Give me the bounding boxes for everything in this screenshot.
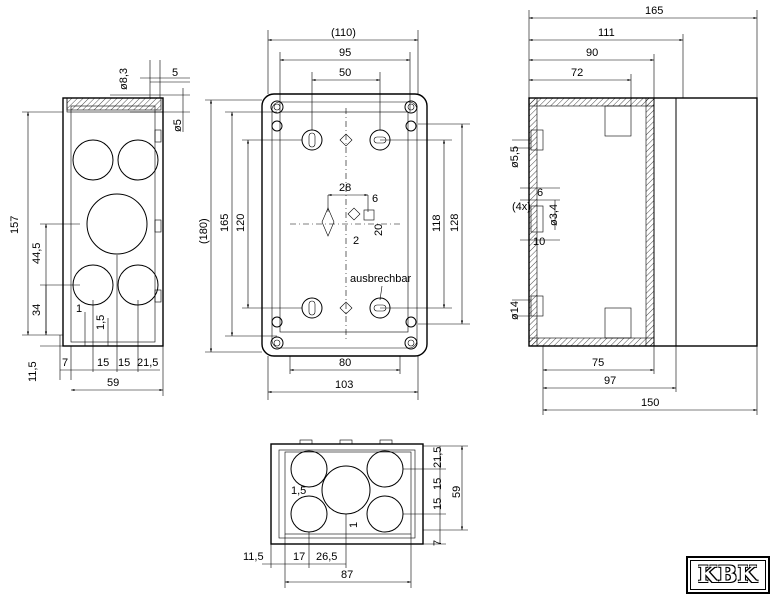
bottom-view <box>262 439 468 588</box>
dim-d83: ø8,3 <box>118 68 130 90</box>
dim-w80: 80 <box>339 357 351 369</box>
dim-w111: 111 <box>598 27 615 39</box>
dim-h6: 6 <box>537 187 543 199</box>
dim-w103: 103 <box>335 379 353 391</box>
dim-w72: 72 <box>571 67 583 79</box>
kbk-logo: KBK <box>686 556 770 594</box>
dim-h15b: 15 <box>432 498 444 510</box>
front-view-labels: (110) 95 50 (180) 165 120 28 6 2 20 118 … <box>198 27 461 391</box>
dim-h7: 7 <box>432 540 444 546</box>
dim-count4x: (4x) <box>512 201 531 213</box>
dim-h21-5: 21,5 <box>432 447 444 468</box>
knockout-label: ausbrechbar <box>350 273 411 285</box>
dim-w15b: 15 <box>118 357 130 369</box>
dim-h1: 1 <box>76 303 82 315</box>
dim-h1-5: 1,5 <box>95 315 107 330</box>
left-view <box>22 60 190 396</box>
dim-w28: 28 <box>339 182 351 194</box>
dim-h165: 165 <box>219 214 231 232</box>
dim-h157: 157 <box>9 216 21 234</box>
dim-w15a: 15 <box>97 357 109 369</box>
dim-h20: 20 <box>373 224 385 236</box>
dim-w2: 2 <box>353 235 359 247</box>
dim-h1-5: 1,5 <box>291 485 306 497</box>
dim-d5: ø5 <box>172 119 184 132</box>
dim-w50: 50 <box>339 67 351 79</box>
dim-w59: 59 <box>107 377 119 389</box>
kbk-logo-text: KBK <box>690 560 766 590</box>
dim-d5-5: ø5,5 <box>509 146 521 168</box>
dim-w95: 95 <box>339 47 351 59</box>
dim-w150: 150 <box>641 397 659 409</box>
side-view-labels: 165 111 90 72 ø5,5 6 (4x) ø3,4 10 ø14 75… <box>509 5 663 409</box>
dim-h34: 34 <box>31 304 43 316</box>
dim-w26-5: 26,5 <box>316 551 337 563</box>
dim-d3-4: ø3,4 <box>548 204 560 226</box>
dim-w75: 75 <box>592 357 604 369</box>
dim-h11-5: 11,5 <box>27 361 39 382</box>
dim-d14: ø14 <box>509 301 521 320</box>
dim-h10: 10 <box>533 236 545 248</box>
dim-h120: 120 <box>235 214 247 232</box>
dim-w110: (110) <box>331 27 356 39</box>
dim-h59: 59 <box>451 486 463 498</box>
dim-h128: 128 <box>449 214 461 232</box>
dim-h1: 1 <box>348 522 360 528</box>
dim-w87: 87 <box>341 569 353 581</box>
dim-h44-5: 44,5 <box>31 243 43 264</box>
dim-w11-5: 11,5 <box>243 551 264 563</box>
dim-h15a: 15 <box>432 478 444 490</box>
left-view-labels: ø8,3 5 ø5 157 44,5 34 1 1,5 11,5 7 15 15… <box>9 67 184 389</box>
dim-w21-5: 21,5 <box>137 357 158 369</box>
bottom-view-labels: 21,5 15 15 59 7 1,5 1 11,5 17 26,5 87 <box>243 447 463 581</box>
front-view <box>205 30 470 400</box>
dim-w5: 5 <box>172 67 178 79</box>
dim-w17: 17 <box>293 551 305 563</box>
dim-h118: 118 <box>431 214 443 232</box>
dim-w165: 165 <box>645 5 663 17</box>
dim-w97: 97 <box>604 375 616 387</box>
dim-h6: 6 <box>372 193 378 205</box>
dim-w7: 7 <box>62 357 68 369</box>
side-view <box>512 10 758 415</box>
dim-h180: (180) <box>198 218 210 244</box>
dim-w90: 90 <box>586 47 598 59</box>
